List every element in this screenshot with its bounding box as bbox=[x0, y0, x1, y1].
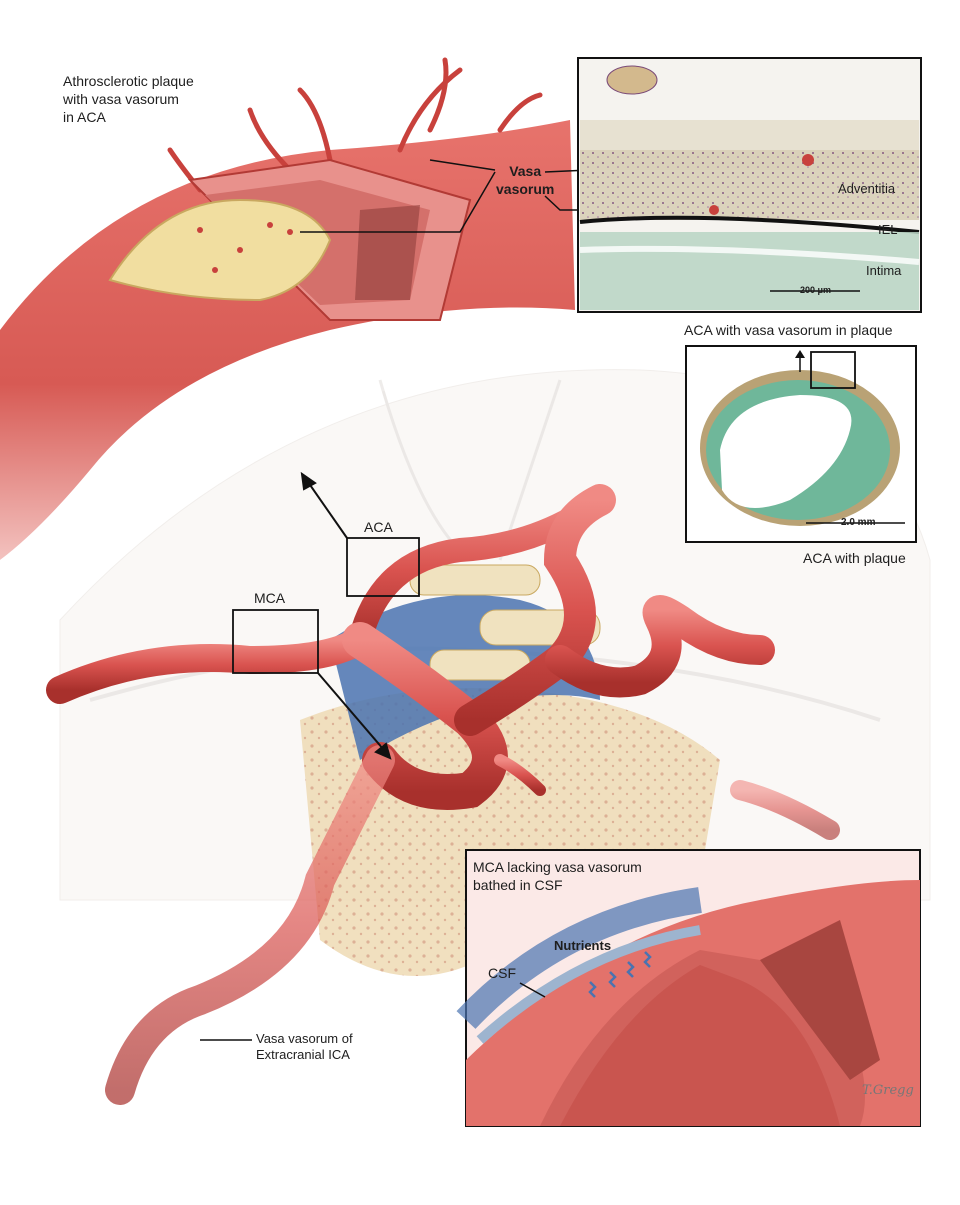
adventitia-label: Adventitia bbox=[838, 181, 896, 196]
nutrients-label: Nutrients bbox=[554, 938, 612, 953]
aca-arrow bbox=[300, 471, 348, 539]
intima-label: Intima bbox=[866, 263, 902, 278]
iel-label: IEL bbox=[878, 222, 898, 237]
vasa-vasorum-label: Vasa vasorum bbox=[496, 163, 555, 197]
nutrient-arrows bbox=[588, 951, 652, 998]
scale-bar-mm-label: 2.0 mm bbox=[841, 517, 876, 528]
histology-inset bbox=[577, 57, 922, 313]
mca-box bbox=[232, 609, 319, 674]
aca-label: ACA bbox=[364, 519, 393, 535]
mca-arrow bbox=[317, 672, 392, 760]
skull-base bbox=[300, 688, 720, 976]
aca-cutaway-artery bbox=[0, 57, 575, 640]
top-plaque-label: Athrosclerotic plaque with vasa vasorum … bbox=[63, 73, 194, 125]
artist-signature: T.Gregg bbox=[862, 1083, 914, 1098]
cross-section-caption: ACA with plaque bbox=[803, 550, 906, 566]
scale-bar-micro-label: 200 μm bbox=[800, 285, 832, 295]
histology-caption: ACA with vasa vasorum in plaque bbox=[684, 322, 893, 338]
mca-label: MCA bbox=[254, 590, 286, 606]
mca-inset-title: MCA lacking vasa vasorum bathed in CSF bbox=[473, 859, 642, 893]
mca-inset bbox=[456, 849, 921, 1127]
cross-section-inset bbox=[685, 345, 917, 543]
csf-label: CSF bbox=[488, 965, 516, 981]
vasa-extracranial-label: Vasa vasorum of Extracranial ICA bbox=[256, 1031, 353, 1062]
circle-of-willis-arteries bbox=[46, 484, 840, 1105]
aca-box bbox=[346, 537, 420, 597]
